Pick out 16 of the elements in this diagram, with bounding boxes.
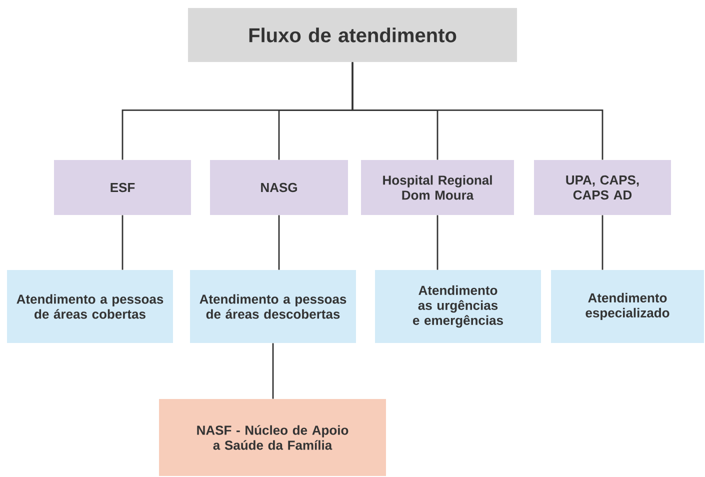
connector-line [352,62,604,160]
connector-line [272,343,274,399]
category-box: Hospital Regional Dom Moura [361,160,514,215]
support-box: NASF - Núcleo de Apoio a Saúde da Família [159,399,386,476]
category-box: UPA, CAPS, CAPS AD [534,160,671,215]
service-box: Atendimento as urgências e emergências [375,270,541,343]
service-box: Atendimento especializado [551,270,704,343]
connector-line [436,215,438,270]
category-box: NASG [210,160,348,215]
title-box: Fluxo de atendimento [188,8,517,62]
category-box: ESF [54,160,191,215]
connector-line [602,215,604,270]
connector-line [278,215,280,270]
connector-line [122,215,124,270]
service-box: Atendimento a pessoas de áreas cobertas [7,270,173,343]
service-box: Atendimento a pessoas de áreas descobertas [190,270,356,343]
